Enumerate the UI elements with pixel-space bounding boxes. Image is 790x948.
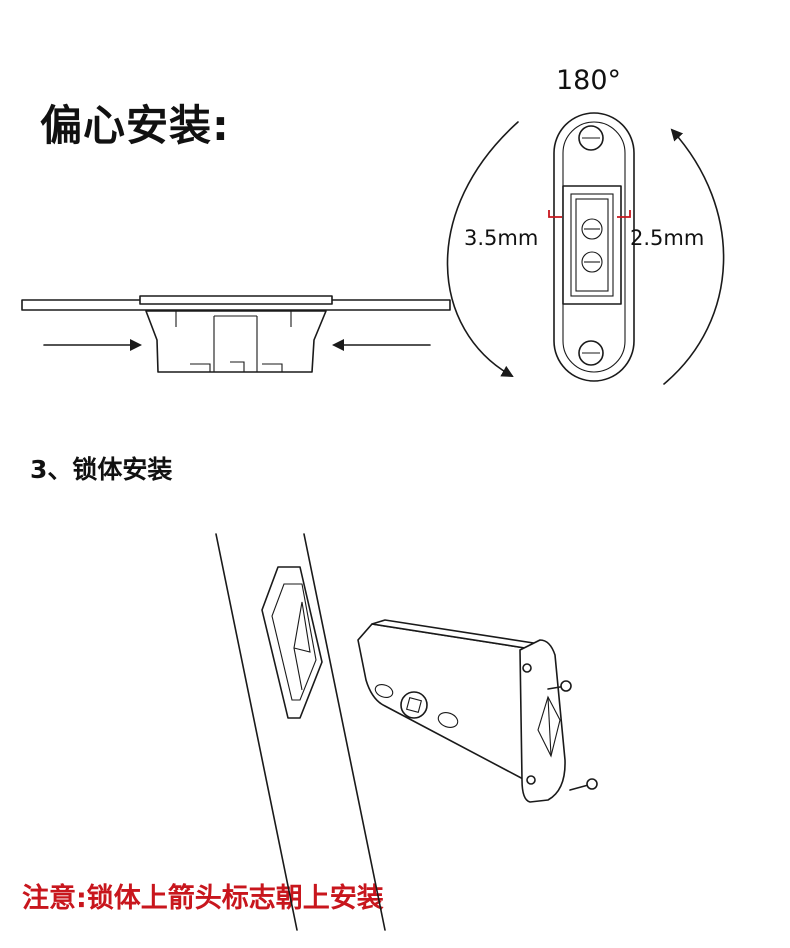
rotate-left-arrow [446,121,519,377]
rotate-right-arrow [663,128,725,385]
adjust-screw-top-icon [581,218,603,240]
rotation-angle-label: 180° [556,65,621,96]
left-offset-label: 3.5mm [464,226,538,250]
adjust-screw-bottom-icon [581,251,603,273]
screw-upper-icon [547,680,572,692]
mount-hole-left [374,684,394,698]
door-edge-drawing [215,533,386,931]
eccentric-install-heading: 偏心安装: [40,101,230,150]
offset-bracket-icon [548,210,631,218]
screw-lower-icon [569,778,598,791]
install-note: 注意:锁体上箭头标志朝上安装 [22,883,384,914]
right-offset-label: 2.5mm [630,226,704,250]
mount-hole-right [437,712,459,728]
latch-side-view [21,295,451,373]
lock-body-install-heading: 3、锁体安装 [30,455,173,484]
lock-body-drawing [357,619,598,803]
spindle-hole [400,691,428,719]
strike-plate-view: 180° 3.5mm 2.5mm [446,65,725,385]
